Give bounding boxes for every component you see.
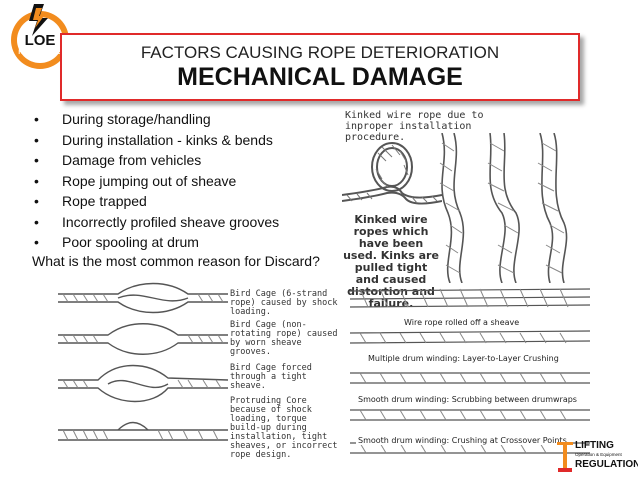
list-item: • Rope jumping out of sheave [32,173,362,194]
bird-cage-caption-3: Bird Cage forced through a tight sheave. [230,363,312,391]
bullet-marker: • [34,111,39,127]
bullet-marker: • [34,213,39,230]
bird-cage-caption-1: Bird Cage (6-strand rope) caused by shoc… [230,289,338,317]
list-item-text: Incorrectly profiled sheave grooves [62,213,280,230]
title-category: FACTORS CAUSING ROPE DETERIORATION [140,43,500,62]
bullet-marker: • [34,152,39,168]
list-item-text: Rope trapped [62,193,147,209]
kinked-rope-illustration [342,142,442,205]
kinked-rope-caption: Kinked wire rope due to inproper install… [345,110,484,143]
logo-text: LOE [24,32,56,49]
crossover-caption: Smooth drum winding: Crushing at Crossov… [356,436,569,445]
list-item: • Damage from vehicles [32,152,362,173]
list-item: • During storage/handling [32,111,362,132]
list-item: • During installation - kinks & bends [32,132,362,153]
scrubbing-caption: Smooth drum winding: Scrubbing between d… [356,395,579,404]
list-item-text: Damage from vehicles [62,152,202,168]
logo-subtext: REGULATIONS [18,50,62,56]
list-item: • Rope trapped [32,193,362,214]
drum-winding-illustrations [350,288,590,454]
footer-logo-line3: REGULATIONS [575,459,638,470]
bird-cage-illustrations [58,282,228,441]
footer-logo-line2: Operation & Equipment [575,452,622,457]
list-item-text: During installation - kinks & bends [62,131,273,148]
discard-question: What is the most common reason for Disca… [32,253,320,269]
protruding-core-caption: Protruding Core because of shock loading… [230,396,338,460]
used-kinked-ropes-illustration [439,133,568,283]
page-title: MECHANICAL DAMAGE [177,63,463,91]
bullet-marker: • [34,131,39,148]
bird-cage-caption-2: Bird Cage (non-rotating rope) caused by … [230,320,338,357]
kinked-ropes-caption: Kinked wire ropes which have been used. … [343,213,439,310]
layer-crushing-caption: Multiple drum winding: Layer-to-Layer Cr… [366,354,561,363]
bullet-marker: • [34,234,39,250]
list-item-text: Poor spooling at drum [62,234,199,250]
footer-logo: LIFTING Operation & Equipment REGULATION… [555,438,638,476]
list-item: • Incorrectly profiled sheave grooves [32,214,362,235]
list-item-text: Rope jumping out of sheave [62,172,237,189]
list-item: • Poor spooling at drum [32,234,362,255]
title-box: FACTORS CAUSING ROPE DETERIORATION MECHA… [60,33,580,101]
bullet-marker: • [34,193,39,209]
bullet-marker: • [34,172,39,189]
bullet-list: • During storage/handling • During install… [32,111,362,255]
rolled-off-caption: Wire rope rolled off a sheave [402,318,522,327]
list-item-text: During storage/handling [62,111,211,127]
brand-logo: LOE REGULATIONS [4,2,76,74]
footer-logo-line1: LIFTING [575,440,614,451]
